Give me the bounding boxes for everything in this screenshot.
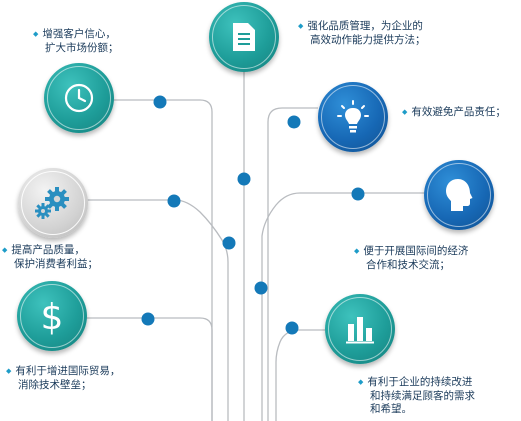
node-confidence-circle <box>44 63 114 133</box>
connector-dot <box>237 172 251 186</box>
node-international-trade-circle: $ <box>17 281 87 351</box>
node-international-trade-label: ◆有利于增进国际贸易， 消除技术壁垒； <box>6 365 121 391</box>
connector-dot <box>351 187 365 201</box>
connector-dot <box>167 194 181 208</box>
connector-dot <box>222 236 236 250</box>
connector-dot <box>285 321 299 335</box>
node-international-exchange-label: ◆便于开展国际间的经济 合作和技术交流； <box>354 245 469 271</box>
node-product-quality-label: ◆提高产品质量， 保护消费者利益； <box>2 244 98 270</box>
node-product-quality-circle <box>18 168 88 238</box>
node-continuous-improvement-circle <box>325 294 395 364</box>
connector-dot <box>141 312 155 326</box>
node-quality-management-label: ◆强化品质管理，为企业的 高效动作能力提供方法； <box>298 20 426 46</box>
connector-dot <box>287 115 301 129</box>
node-continuous-improvement-label: ◆有利于企业的持续改进 和持续满足顾客的需求 和希望。 <box>358 376 475 415</box>
node-product-liability-circle <box>318 82 388 152</box>
node-confidence-label: ◆增强客户信心， 扩大市场份额； <box>33 28 119 54</box>
node-international-exchange-circle <box>424 160 494 230</box>
node-quality-management-circle <box>209 2 279 72</box>
connector-dot <box>254 281 268 295</box>
connector-dot <box>153 95 167 109</box>
node-product-liability-label: ◆有效避免产品责任； <box>402 106 506 118</box>
